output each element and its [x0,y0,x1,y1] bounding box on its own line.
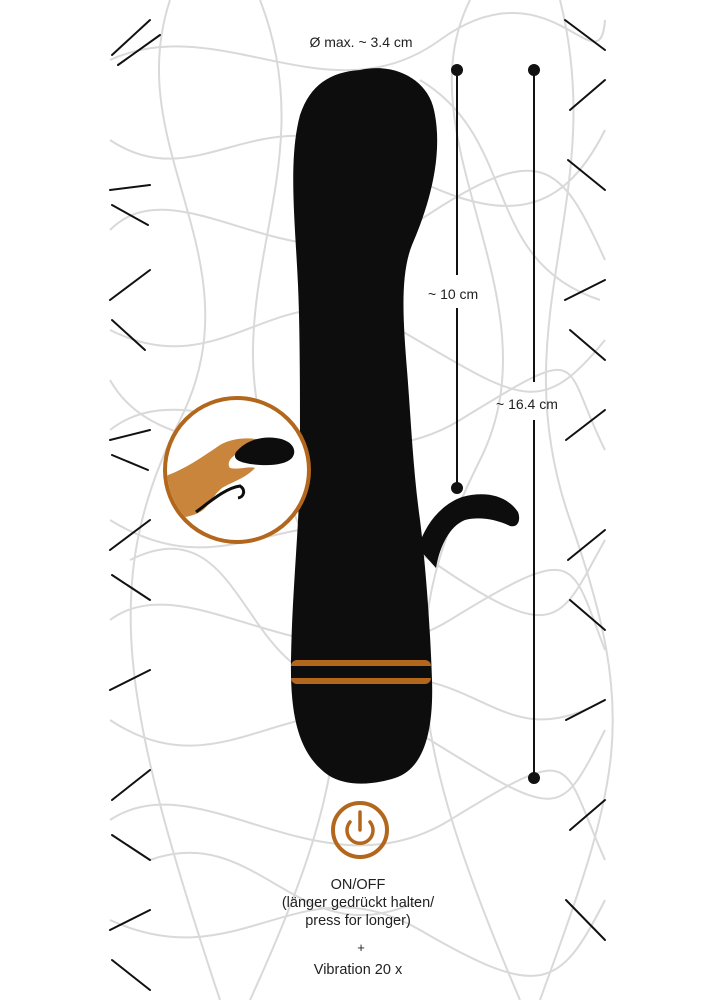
vibration-modes-label: Vibration 20 x [313,962,403,978]
total-length-label: ~ 16.4 cm [496,396,558,412]
power-caption-line: press for longer) [305,913,411,929]
power-caption-line: ON/OFF [330,877,386,893]
power-caption-line: (länger gedrückt halten/ [281,895,435,911]
total-length-endpoint-top [528,64,540,76]
diameter-label: Ø max. ~ 3.4 cm [309,34,413,50]
insert-length-endpoint-bottom [451,482,463,494]
plus-sign: + [357,940,365,955]
power-caption: ON/OFF (länger gedrückt halten/ press fo… [282,876,434,930]
clitoral-arm [418,494,520,568]
accent-band-gap [291,666,431,678]
insertable-length-label: ~ 10 cm [428,286,479,302]
main-shaft [290,68,438,784]
insert-length-endpoint-top [451,64,463,76]
total-length-endpoint-bottom [528,772,540,784]
